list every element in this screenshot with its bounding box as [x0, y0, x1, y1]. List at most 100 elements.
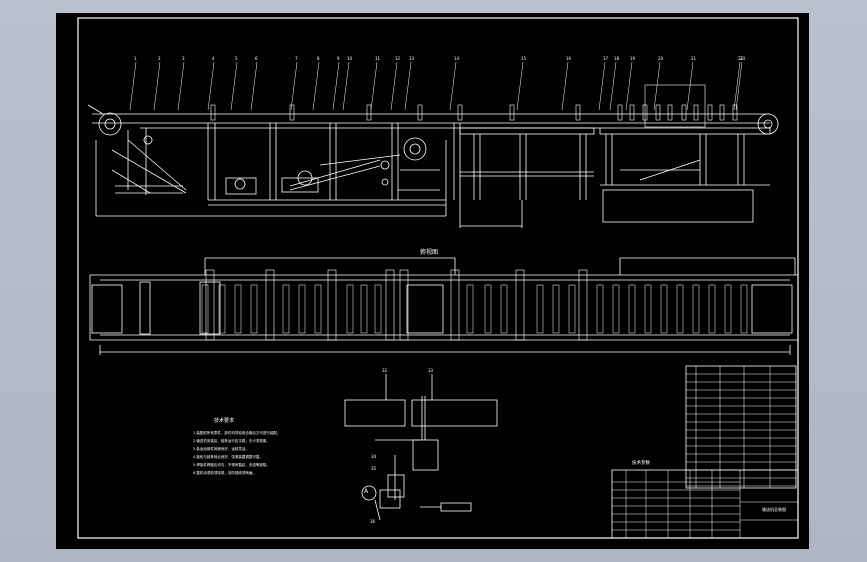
leader-line: [370, 61, 378, 111]
detail-label: 35: [371, 466, 377, 471]
stand-brace: [127, 139, 187, 191]
plan-carrier: [536, 284, 544, 334]
leader-line: [332, 61, 340, 111]
plan-carrier: [692, 284, 700, 334]
idler-wheel: [143, 135, 153, 145]
plan-carrier: [740, 284, 748, 334]
motor-base: [225, 177, 257, 195]
part-number-label: 13: [409, 56, 415, 61]
part-number-label: 4: [212, 56, 215, 61]
detail-label: 32: [382, 368, 388, 373]
product-carrier: [210, 104, 216, 121]
leader-line: [735, 61, 743, 111]
datum-box: [440, 502, 472, 512]
plan-carrier: [201, 284, 209, 334]
tail-sprocket-hub: [763, 119, 773, 129]
part-number-label: 22: [738, 56, 744, 61]
leader-line: [653, 61, 661, 111]
product-carrier: [289, 104, 295, 121]
plan-leg-pad: [578, 269, 588, 341]
reducer-pulley: [297, 170, 313, 186]
leader-line: [153, 61, 161, 111]
technical-requirement-line: 2.输送机安装后，链条运行应平稳，无卡滞现象。: [193, 439, 270, 443]
title-block-label: 输送机总装图: [762, 507, 786, 512]
plan-leg-pad: [399, 269, 409, 341]
stand-brace: [111, 149, 187, 194]
plan-leg-pad: [515, 269, 525, 341]
detail-block-left: [344, 399, 406, 427]
part-number-label: 7: [295, 56, 298, 61]
leader-line: [449, 61, 457, 111]
technical-requirement-line: 4.链轮与链条啮合良好，张紧装置调整可靠。: [193, 455, 263, 459]
part-number-label: 20: [658, 56, 664, 61]
detail-circle-label: A: [364, 488, 369, 495]
leader-line: [404, 61, 412, 111]
plan-carrier: [250, 284, 258, 334]
reducer-base: [281, 177, 319, 193]
detail-label: 36: [370, 519, 376, 524]
detail-block-right: [411, 399, 498, 427]
leader-line: [207, 61, 215, 111]
part-number-label: 1: [134, 56, 137, 61]
leader-line: [290, 61, 298, 111]
technical-requirement-line: 3.各运动部件润滑良好，运转灵活。: [193, 447, 249, 451]
part-number-label: 3: [182, 56, 185, 61]
part-number-label: 19: [630, 56, 636, 61]
plan-carrier: [218, 284, 226, 334]
product-carrier: [681, 104, 687, 121]
drive-sprocket-hub: [104, 118, 116, 130]
plan-carrier: [500, 284, 508, 334]
technical-requirements-title: 技术要求: [214, 418, 235, 424]
plan-leg-pad: [385, 269, 395, 341]
technical-requirement-line: 5.焊接件焊缝应均匀，不得有裂纹、夹渣等缺陷。: [193, 463, 270, 467]
detail-label: 34: [371, 454, 377, 459]
plan-end-guard: [751, 284, 793, 334]
drive-chain: [319, 154, 401, 166]
detail-label: 33: [428, 368, 434, 373]
technical-requirement-line: 6.整机涂漆前须除锈，涂防锈底漆两遍。: [193, 471, 256, 475]
part-number-label: 10: [347, 56, 353, 61]
chain-sprocket: [381, 178, 389, 186]
leader-line: [129, 61, 137, 111]
plan-carrier: [484, 284, 492, 334]
plan-carrier: [298, 284, 306, 334]
drive-sprocket: [98, 112, 122, 136]
plan-leg-pad: [265, 269, 275, 341]
plan-carrier: [234, 284, 242, 334]
part-number-label: 17: [603, 56, 609, 61]
plan-carrier: [612, 284, 620, 334]
parts-list-table: [685, 365, 797, 489]
title-block: [611, 469, 799, 539]
plan-frame-box: [139, 281, 151, 335]
plan-carrier: [346, 284, 354, 334]
leader-line: [177, 61, 185, 111]
plan-leg-pad: [327, 269, 337, 341]
part-number-label: 21: [691, 56, 697, 61]
drive-belt: [289, 159, 381, 187]
plan-carrier: [644, 284, 652, 334]
plan-carrier: [552, 284, 560, 334]
plan-frame-box: [406, 284, 444, 334]
plan-view-title: 俯视图: [420, 249, 439, 256]
leader-line: [516, 61, 524, 111]
product-carrier: [719, 104, 725, 121]
leader-line: [230, 61, 238, 111]
drive-arm: [87, 104, 104, 115]
detail-clamp: [387, 474, 405, 498]
part-number-label: 9: [337, 56, 340, 61]
part-number-label: 15: [521, 56, 527, 61]
middle-rail: [459, 127, 595, 135]
right-brace: [639, 159, 701, 181]
product-fixture: [644, 84, 706, 128]
part-number-label: 6: [255, 56, 258, 61]
plan-carrier: [708, 284, 716, 334]
product-carrier: [457, 104, 463, 121]
product-carrier: [667, 104, 673, 121]
plan-carrier: [314, 284, 322, 334]
leader-line: [609, 61, 617, 111]
leader-line: [390, 61, 398, 111]
tension-sprocket: [403, 137, 427, 161]
plan-carrier: [374, 284, 382, 334]
detail-base: [379, 489, 401, 509]
